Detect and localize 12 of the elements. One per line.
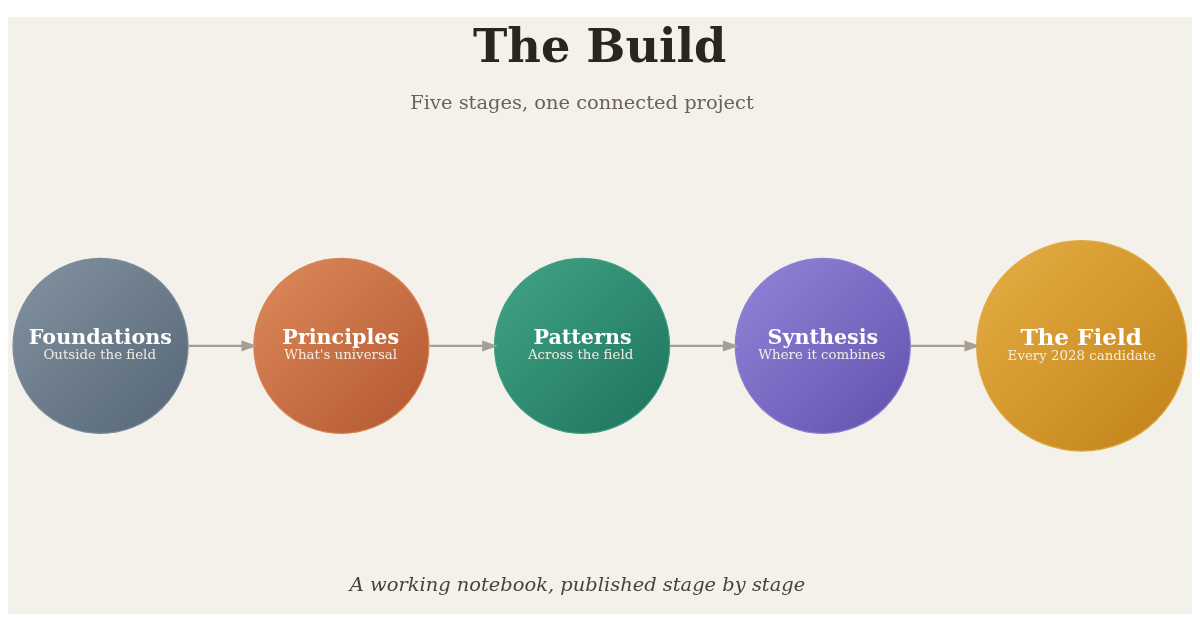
node-circle: Foundations Outside the field: [12, 257, 189, 434]
node-circle: Principles What's universal: [253, 257, 430, 434]
arrow: [188, 339, 258, 351]
arrow: [910, 339, 981, 351]
arrow: [429, 339, 498, 351]
node-circle: The Field Every 2028 candidate: [976, 239, 1188, 452]
caption: A working notebook, published stage by stage: [349, 572, 806, 596]
diagram-title: The Build: [472, 18, 727, 73]
label: Five stages, one connected project: [410, 90, 754, 114]
node-circle: Patterns Across the field: [493, 257, 671, 434]
arrow: [670, 339, 739, 351]
node-circle: Synthesis Where it combines: [734, 257, 911, 434]
